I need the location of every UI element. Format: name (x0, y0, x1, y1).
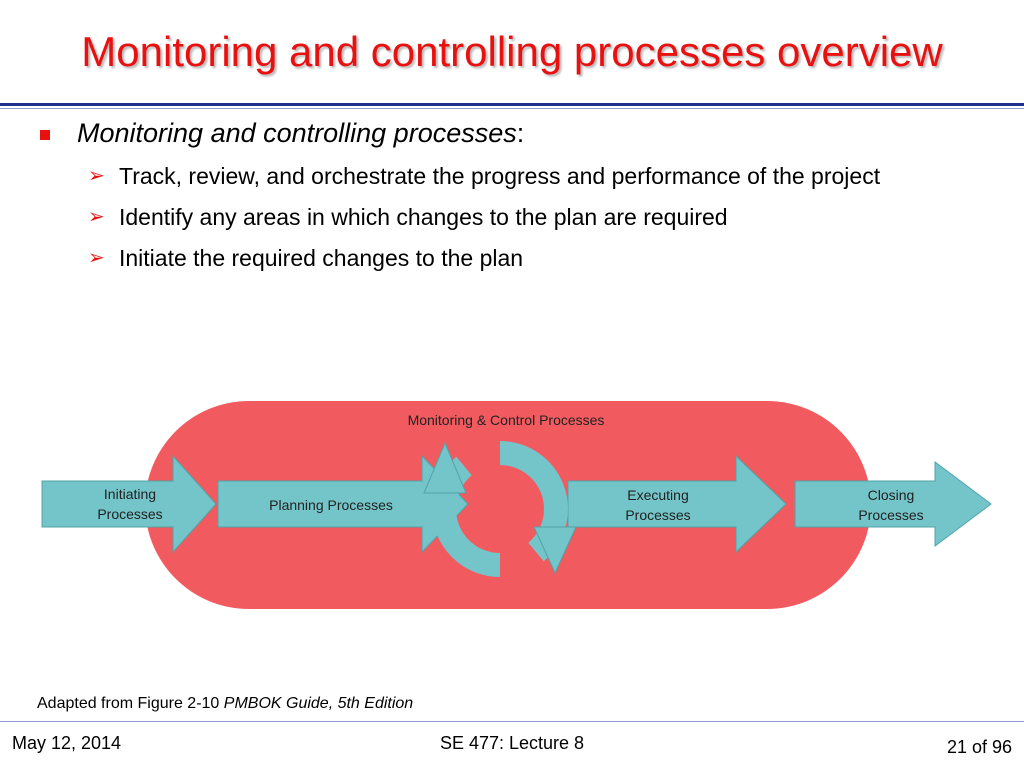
initiating-label: Processes (97, 506, 162, 522)
footer-course: SE 477: Lecture 8 (439, 733, 585, 753)
slide-title: Monitoring and controlling processes ove… (81, 28, 943, 75)
executing-arrow (567, 454, 787, 554)
closing-label: Closing (868, 487, 915, 503)
arrow-bullet-icon: ➢ (88, 206, 105, 228)
caption-source: PMBOK Guide, 5th Edition (223, 695, 414, 712)
sub-bullet-text: Identify any areas in which changes to t… (119, 204, 728, 230)
executing-label: Executing (627, 487, 688, 503)
monitoring-cycle-icon (423, 441, 577, 577)
arrow-bullet-icon: ➢ (88, 247, 105, 269)
process-group-diagram: Monitoring & Control Processes Initiatin… (41, 401, 992, 609)
footer-page-number: 21 of 96 (946, 737, 1012, 757)
sub-bullet-text: Track, review, and orchestrate the progr… (119, 163, 881, 189)
figure-caption: Adapted from Figure 2-10 PMBOK Guide, 5t… (37, 695, 413, 713)
title-divider-thin (0, 108, 1024, 109)
sub-bullet: ➢ Initiate the required changes to the p… (40, 243, 1000, 274)
initiating-arrow (41, 454, 217, 554)
footer-date: May 12, 2014 (12, 733, 122, 753)
sub-bullet-text: Initiate the required changes to the pla… (119, 245, 524, 271)
bullet-heading: Monitoring and controlling processes: (40, 118, 1000, 149)
planning-label: Planning Processes (269, 497, 393, 513)
initiating-label: Initiating (104, 486, 156, 502)
arrow-bullet-icon: ➢ (88, 165, 105, 187)
title-divider (0, 103, 1024, 106)
sub-bullet: ➢ Track, review, and orchestrate the pro… (40, 161, 1000, 192)
monitoring-control-label: Monitoring & Control Processes (408, 412, 605, 428)
closing-arrow (794, 461, 992, 547)
bullet-heading-text: Monitoring and controlling processes (77, 118, 517, 148)
bullet-heading-colon: : (516, 118, 525, 148)
caption-prefix: Adapted from Figure 2-10 (37, 695, 224, 712)
footer-divider (0, 721, 1024, 722)
monitoring-control-container (145, 401, 871, 609)
bullet-list: Monitoring and controlling processes: ➢ … (40, 118, 1000, 284)
closing-label: Processes (858, 507, 923, 523)
sub-bullet: ➢ Identify any areas in which changes to… (40, 202, 1000, 233)
square-bullet-icon (40, 130, 50, 140)
executing-label: Processes (625, 507, 690, 523)
